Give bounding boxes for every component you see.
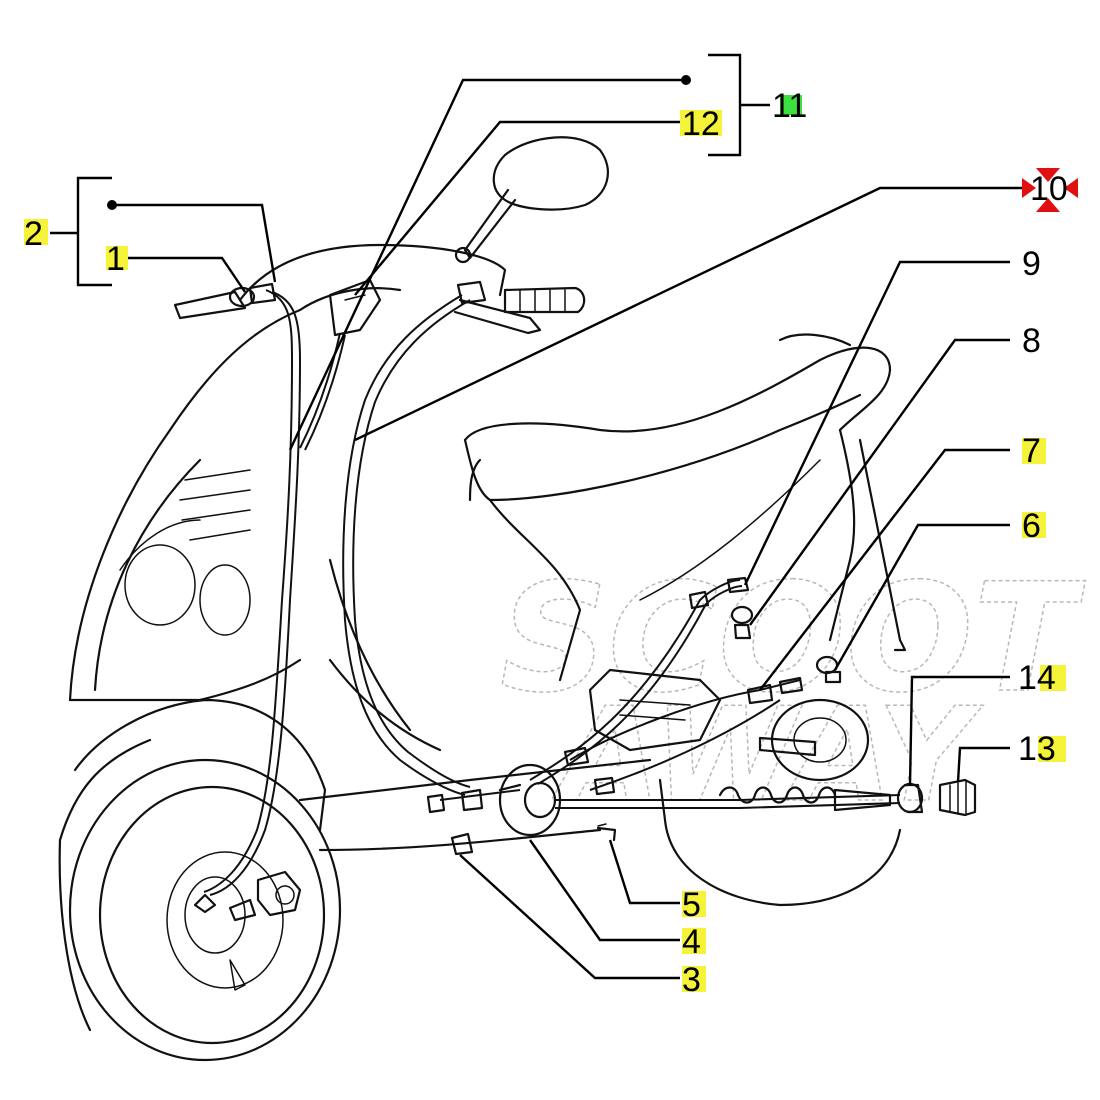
leader-dot [107,200,117,210]
callout-14: 14 [1018,659,1056,697]
leader-dot [681,75,691,85]
callout-9: 9 [1022,245,1041,283]
callout-1: 1 [106,240,125,278]
callout-13-highlight [1038,736,1066,762]
leader-1 [112,256,246,293]
callout-2: 2 [24,215,43,253]
callout-13: 13 [1018,730,1056,768]
callout-5-highlight [682,891,706,917]
leader-3 [459,854,680,980]
callout-12: 12 [682,105,720,143]
callout-1-highlight [106,246,128,270]
leader-6 [833,523,1010,671]
callout-3: 3 [682,961,701,999]
leader-2-dot [112,203,277,283]
leader-4 [529,839,680,942]
callout-12-highlight [680,110,722,136]
callout-11-highlight [780,95,802,115]
callout-2-highlight [24,219,48,245]
callout-6-highlight [1022,512,1046,538]
leader-lines [50,53,1025,980]
callout-8: 8 [1022,322,1041,360]
callout-10: 10 [1030,170,1068,208]
scooter-drawing [58,136,977,1062]
callout-10-marker [1022,168,1078,212]
callout-7-highlight [1022,438,1046,464]
bracket-2 [76,176,112,287]
callout-14-highlight [1040,665,1066,691]
callout-4-highlight [682,928,706,954]
watermark-line-1: SCOOT [500,552,1086,726]
leader-9 [743,260,1010,586]
callout-3-highlight [682,966,706,992]
callout-5: 5 [682,886,701,924]
leader-14 [908,675,1010,786]
leader-7 [759,448,1010,691]
callout-6: 6 [1022,507,1041,545]
leader-11-dot [288,78,685,451]
leader-12 [354,120,680,296]
front-wheel [68,758,342,1062]
callout-7: 7 [1022,432,1041,470]
leader-13 [956,746,1010,783]
callout-4: 4 [682,923,701,961]
leader-5 [608,839,680,905]
callout-11: 11 [772,87,807,125]
leader-10 [354,186,1025,442]
leader-8 [749,338,1010,626]
callout-numbers: 1 2 3 4 5 6 7 8 9 10 11 [24,87,1078,999]
